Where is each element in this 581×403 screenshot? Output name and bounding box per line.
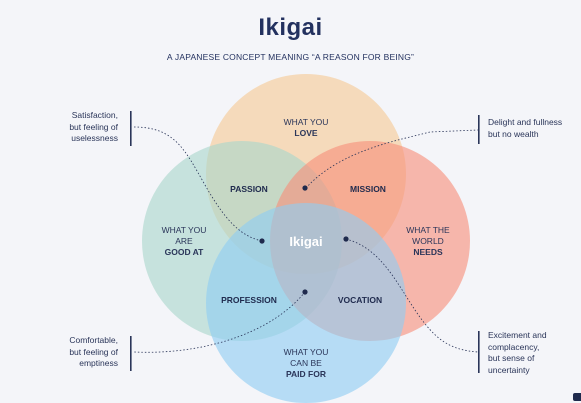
good-at-label-line2: ARE	[175, 236, 193, 246]
corner-badge	[573, 393, 581, 401]
page-title: Ikigai	[258, 14, 323, 41]
dot-passion	[302, 185, 308, 191]
zone-passion: PASSION	[230, 184, 268, 194]
zone-ikigai-center: Ikigai	[289, 234, 322, 249]
zone-vocation: VOCATION	[338, 295, 382, 305]
note-line: but sense of	[488, 353, 535, 363]
note-line: uncertainty	[488, 364, 530, 375]
connector-top-right	[305, 129, 479, 189]
bracket-bottom-left	[130, 336, 132, 371]
note-line: but feeling of	[69, 121, 118, 132]
note-line: Excitement and	[488, 330, 547, 340]
good-at-label-line1: WHAT YOU	[162, 225, 207, 235]
note-line: emptiness	[79, 358, 118, 368]
connector-top-left	[133, 126, 263, 242]
zone-mission: MISSION	[350, 184, 386, 194]
note-line: but no wealth	[488, 128, 539, 139]
zone-profession: PROFESSION	[221, 295, 277, 305]
dot-mission	[302, 289, 308, 295]
paid-for-label-line1: WHAT YOU	[284, 347, 329, 357]
bracket-bottom-right	[478, 331, 480, 373]
circle-paid-for	[206, 203, 406, 403]
world-needs-label-line2: WORLD	[412, 236, 444, 246]
note-line: but feeling of	[69, 346, 118, 357]
love-label-line1: WHAT YOU	[284, 117, 329, 127]
bracket-top-left	[130, 111, 132, 146]
paid-for-label-line3: PAID FOR	[286, 369, 326, 379]
good-at-label-line3: GOOD AT	[165, 247, 205, 257]
note-line: complacency,	[488, 341, 540, 352]
note-line: Satisfaction,	[71, 110, 118, 120]
world-needs-label-line3: NEEDS	[413, 247, 443, 257]
connector-bottom-right	[345, 238, 479, 353]
note-line: Delight and fullness	[488, 117, 563, 127]
page-subtitle: A JAPANESE CONCEPT MEANING “A REASON FOR…	[166, 52, 415, 62]
note-bottom-left: Comfortable, but feeling of emptiness	[40, 335, 118, 370]
dot-vocation	[343, 236, 349, 242]
world-needs-label-line1: WHAT THE	[406, 225, 450, 235]
love-label-line2: LOVE	[294, 128, 317, 138]
note-line: uselessness	[71, 133, 118, 143]
connector-bottom-left	[133, 291, 306, 353]
note-bottom-right: Excitement and complacency, but sense of…	[488, 330, 578, 376]
note-top-right: Delight and fullness but no wealth	[488, 117, 580, 140]
paid-for-label-line2: CAN BE	[290, 358, 322, 368]
note-line: Comfortable,	[69, 335, 118, 345]
note-top-left: Satisfaction, but feeling of uselessness	[40, 110, 118, 145]
bracket-top-right	[478, 115, 480, 144]
dot-profession	[259, 238, 265, 244]
